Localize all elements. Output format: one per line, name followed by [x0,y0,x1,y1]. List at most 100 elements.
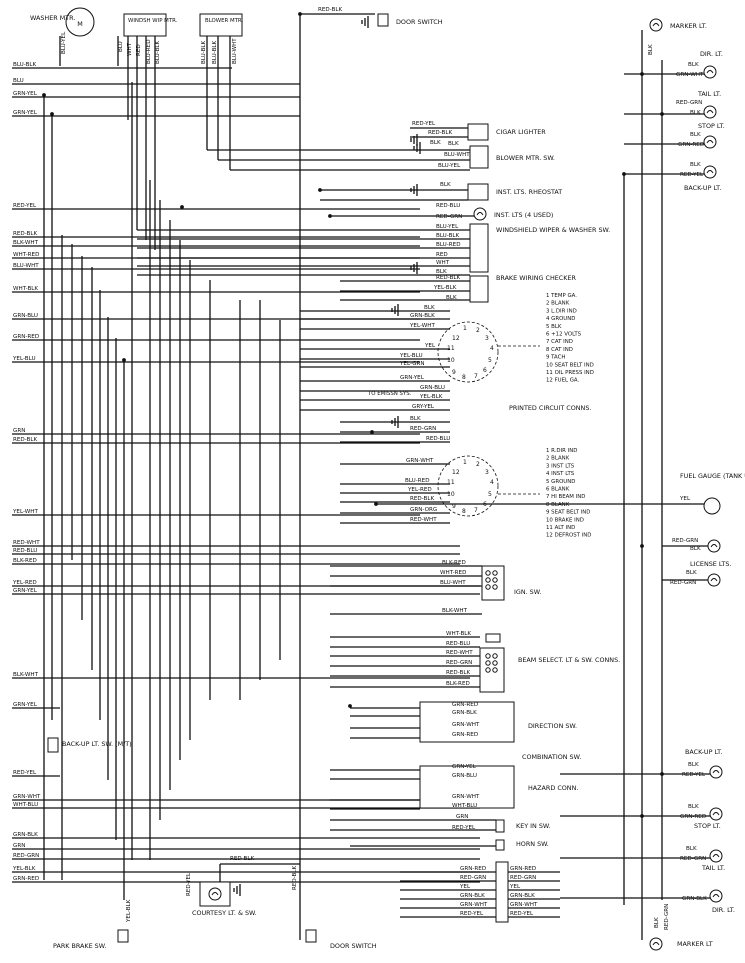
connector-1-pin: 5 [488,357,492,364]
wire-label: GRN-WHT [452,722,480,728]
tail-lt-top-label: TAIL LT. [697,90,721,98]
connector-1-pin: 11 [447,345,455,352]
left-wire-label: GRN-BLK [13,832,38,838]
splice-dot [374,502,378,506]
wire-label: GRN-RED [510,866,536,872]
connector-2-pin: 4 [490,479,494,486]
connector-1-legend: 5 BLK [546,324,562,330]
wire-label: BLK [654,917,660,928]
connector-2-ground [391,416,399,428]
wire-label: RED-YEL [412,121,436,127]
splice-dot [318,188,322,192]
wire-label: RED-YEL [680,172,704,178]
horn-switch-label: HORN SW. [516,840,549,848]
wire-label: BLK [688,762,699,768]
wire-label: GRN-BLU [452,773,477,779]
splice-dot [660,112,664,116]
wire-label: RED-BLK [318,7,343,13]
wire-label: RED-BLU [446,641,470,647]
wire-label: YEL [424,343,436,349]
wire-label: GRN-WHT [460,902,488,908]
wire-label: BLK [448,141,459,147]
wire-label: GRN-BLK [682,896,707,902]
wire-label: WHT-BLU [452,803,477,809]
left-wire-label: RED-BLU [13,548,37,554]
wire-label: BLK [690,162,701,168]
left-wire-label: GRN-YEL [13,110,38,116]
wire-label: GRN-RED [452,702,478,708]
wire-label: GRN-RED [680,814,706,820]
door-switch-top-ground [361,16,369,28]
wire-label: BLK [688,804,699,810]
tail-lt-bottom-label: TAIL LT. [701,864,725,872]
left-wire-label: BLK-WHT [13,240,39,246]
wire-label: RED-GRN [670,580,696,586]
wire-label: BLU-WHT [232,38,238,64]
back-up-lt-bottom-label: BACK-UP LT. [685,748,722,756]
connector-2-legend: 3 INST LTS [546,463,575,469]
connector-2-pin: 11 [447,479,455,486]
wire-label: RED-YEL [682,772,706,778]
wire-label: BLU-YEL [436,224,459,230]
wiper-ground [410,262,418,274]
connector-2-legend: 1 R.DIR IND [546,448,577,454]
hazard-label: HAZARD CONN. [528,784,578,792]
emission-label: TO EMISSN SYS. [367,391,412,397]
wire-label: YEL-BLK [433,285,457,291]
wire-label: BLU-WHT [440,580,466,586]
wire-label: BLU-YEL [61,31,67,54]
dir-lt-bottom-label: DIR. LT. [712,906,735,914]
left-wire-label: GRN-YEL [13,702,38,708]
wire-label: BLK [424,305,435,311]
splice-dot [348,704,352,708]
wire-label: BLK [688,62,699,68]
wire-label: RED-GRN [672,538,698,544]
connector-1-legend: 7 CAT IND [546,339,573,345]
hazard-connector-box [419,765,515,809]
wire-label: GRN-BLK [410,313,435,319]
marker-lt-bottom-label: MARKER LT [677,940,713,948]
wiper-motor-label: WINDSH WIP MTR. [128,18,178,24]
connector-2-pin: 1 [463,459,467,466]
park-brake-label: PARK BRAKE SW. [53,942,106,950]
wire-label: GRN-YEL [452,764,477,770]
splice-dot [622,172,626,176]
motor-symbol: M [77,20,83,28]
wire-label: RED-GRN [460,875,486,881]
left-wire-label: RED-WHT [13,540,40,546]
splice-dot [640,72,644,76]
printed-circuit-label: PRINTED CIRCUIT CONNS. [509,404,591,412]
wire-label: GRN-RED [460,866,486,872]
wire-label: BLK [436,269,447,275]
splice-dot [298,12,302,16]
wiper-switch-label: WINDSHIELD WIPER & WASHER SW. [496,226,610,234]
cigar-lighter-label: CIGAR LIGHTER [496,128,546,136]
connector-2-legend: 11 ALT IND [546,525,575,531]
wire-label: BLK [446,295,457,301]
connector-1-legend: 1 TEMP GA. [546,293,577,299]
wire-label: YEL-BLK [126,899,132,923]
rheostat-box [467,183,489,201]
dir-lt-top-label: DIR. LT. [700,50,723,58]
wire-label: BLK-RED [446,681,470,687]
left-wire-label: RED-YEL [13,203,37,209]
connector-1-pin: 10 [447,357,455,364]
connector-1-pin: 8 [462,374,466,381]
blower-switch-box [469,145,489,169]
courtesy-lamp-icon [208,887,222,901]
wire-label: GRN-ORG [410,507,437,513]
wire-label: BLK [430,140,441,146]
connector-1-pin: 4 [490,345,494,352]
cigar-lighter-icon [467,123,489,141]
stop-lt-bottom-label: STOP LT. [694,822,721,830]
wire-label: BLK [648,44,654,55]
wire-label: YEL-WHT [409,323,435,329]
key-in-switch-label: KEY IN SW. [516,822,551,830]
wire-label: YEL-BLK [419,394,443,400]
wire-label: WHT [436,260,450,266]
beam-select-box [479,647,505,693]
combination-switch-label: COMBINATION SW. [522,753,581,761]
connector-2-pin: 5 [488,491,492,498]
